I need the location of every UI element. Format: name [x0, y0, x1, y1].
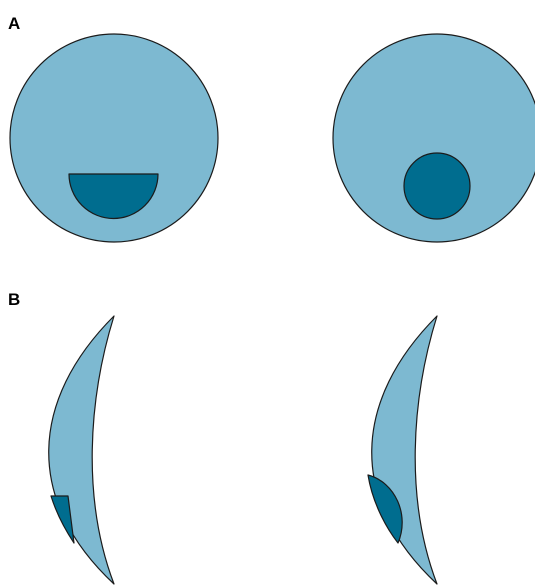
panel-a-label: A: [8, 14, 20, 33]
panel-a-right-shape: [333, 34, 535, 242]
panel-b-left-shape: [49, 316, 114, 584]
crescent-shape: [49, 316, 114, 584]
crescent-shape: [372, 316, 437, 584]
panel-a-left-shape: [10, 34, 218, 242]
panel-b: B: [8, 290, 437, 584]
panel-a: A: [8, 14, 535, 242]
panel-b-label: B: [8, 290, 20, 309]
round-inclusion: [404, 153, 470, 219]
panel-b-right-shape: [368, 316, 437, 584]
